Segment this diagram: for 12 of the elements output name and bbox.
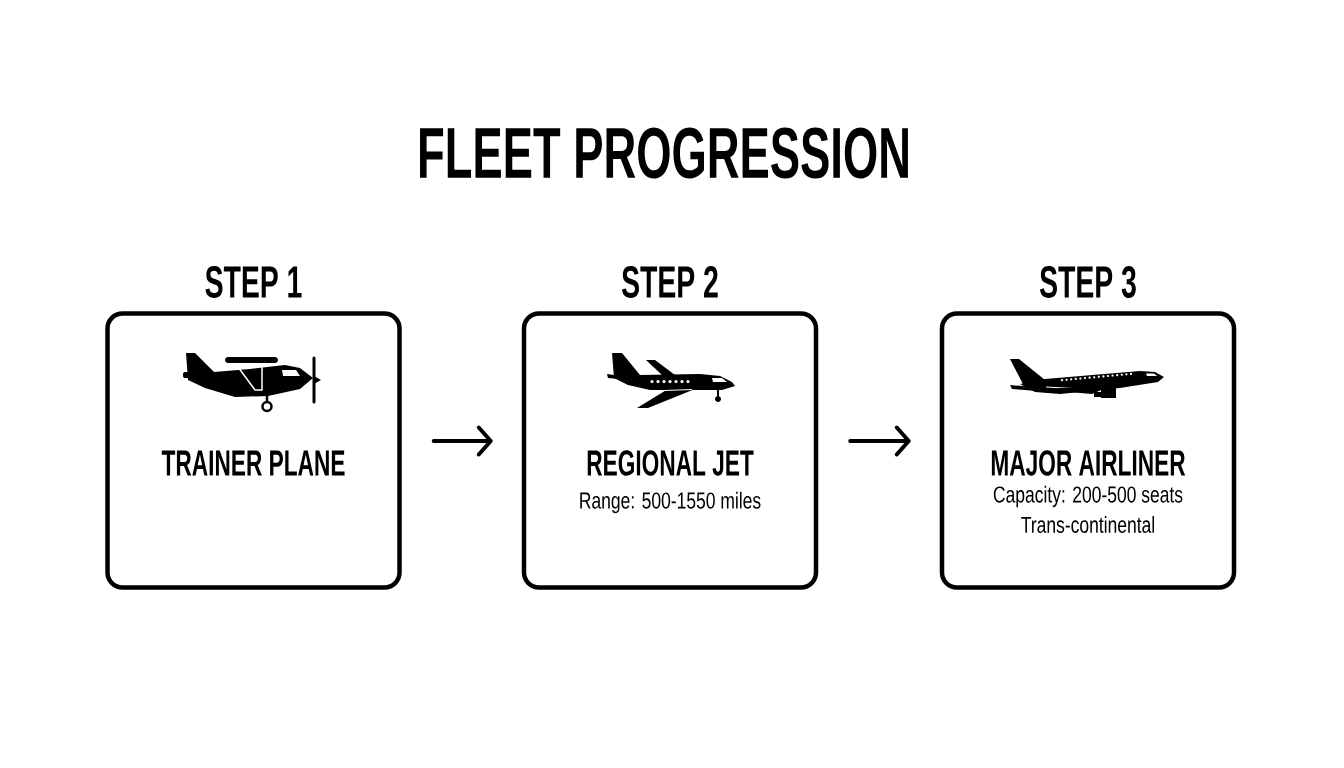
title: FLEET PROGRESSION	[420, 127, 908, 179]
detail-text: Trans-continental	[1021, 516, 1154, 533]
aircraft-name: MAJOR AIRLINER	[991, 450, 1186, 476]
aircraft-name: TRAINER PLANE	[161, 450, 345, 476]
detail-text: Range: 500-1550 miles	[580, 491, 761, 514]
arrow	[848, 425, 911, 457]
aircraft-name: REGIONAL JET	[587, 450, 754, 476]
arrow	[431, 425, 493, 457]
detail-text: Capacity: 200-500 seats	[993, 485, 1183, 508]
step-heading: STEP 3	[1040, 266, 1136, 298]
step-heading: STEP 2	[622, 266, 718, 298]
step-heading: STEP 1	[205, 266, 302, 298]
